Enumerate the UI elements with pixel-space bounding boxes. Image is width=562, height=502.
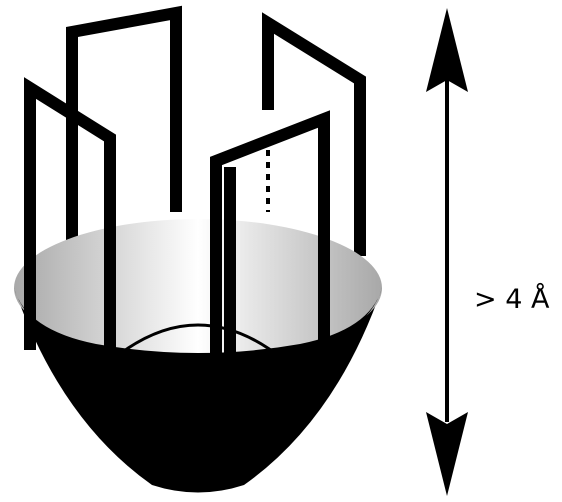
height-arrow (426, 8, 468, 496)
back-walls (66, 5, 366, 258)
bowl-inner-arc (111, 323, 285, 362)
back-right-wall (262, 12, 366, 256)
front-walls (24, 77, 330, 367)
height-label: > 4 Å (474, 283, 550, 315)
height-arrow-head-bottom (426, 412, 468, 496)
height-arrow-head-top (426, 8, 468, 92)
back-left-wall (66, 5, 182, 258)
front-right-wall (210, 110, 330, 367)
